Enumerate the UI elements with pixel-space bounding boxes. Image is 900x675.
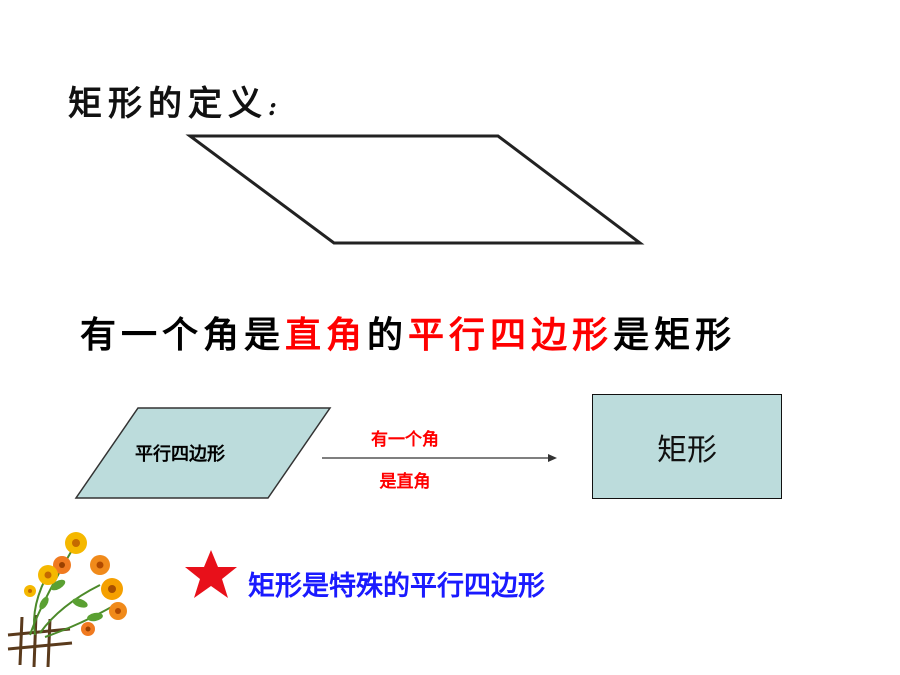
conclusion-text: 矩形是特殊的平行四边形 bbox=[248, 571, 545, 602]
slide-title: 矩形的定义: bbox=[68, 76, 277, 125]
title-text: 矩形的定义 bbox=[68, 84, 268, 124]
arrow-label-bottom: 是直角 bbox=[379, 472, 431, 492]
definition-right-angle: 直角 bbox=[285, 315, 368, 356]
rectangle-box: 矩形 bbox=[592, 394, 782, 499]
definition-part3: 的 bbox=[367, 315, 409, 356]
definition-part1: 有一个角是 bbox=[80, 315, 286, 356]
arrow-label-top: 有一个角 bbox=[371, 430, 439, 450]
flower-decoration bbox=[7, 532, 127, 668]
star-icon bbox=[185, 550, 237, 598]
title-colon: : bbox=[268, 92, 277, 121]
definition-parallelogram: 平行四边形 bbox=[408, 315, 614, 356]
definition-part5: 是矩形 bbox=[613, 315, 737, 356]
rectangle-label: 矩形 bbox=[657, 432, 717, 468]
parallelogram-filled bbox=[74, 407, 332, 499]
arrow-head bbox=[548, 454, 557, 462]
definition-sentence: 有一个角是直角的平行四边形是矩形 bbox=[80, 306, 736, 358]
parallelogram-label: 平行四边形 bbox=[135, 444, 225, 465]
